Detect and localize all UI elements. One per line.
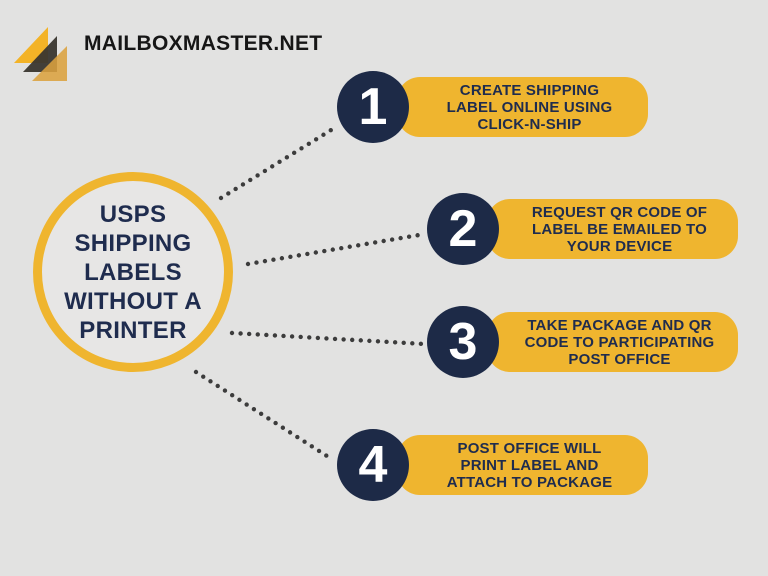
step-text-line: POST OFFICE WILL: [457, 439, 602, 457]
step-text-line: CLICK-N-SHIP: [477, 115, 582, 133]
connector-line-step-1: [218, 124, 339, 201]
brand-name: MAILBOXMASTER.NET: [84, 32, 323, 55]
hub-title-line: PRINTER: [79, 316, 187, 344]
step-number: 2: [448, 200, 478, 258]
step-text-line: CODE TO PARTICIPATING: [524, 333, 715, 351]
hub-title-line: WITHOUT A: [64, 287, 202, 315]
step-number: 4: [358, 436, 388, 494]
hub-title-line: LABELS: [84, 258, 182, 286]
step-text-line: CREATE SHIPPING: [459, 81, 600, 99]
step-text-line: POST OFFICE: [568, 350, 671, 368]
step-number-badge: 3: [427, 306, 499, 378]
step-text-line: TAKE PACKAGE AND QR: [527, 316, 712, 334]
step-text-line: LABEL ONLINE USING: [446, 98, 613, 116]
step-number-badge: 1: [337, 71, 409, 143]
step-text-line: REQUEST QR CODE OF: [531, 203, 708, 221]
step-text-line: YOUR DEVICE: [566, 237, 673, 255]
step-number-badge: 2: [427, 193, 499, 265]
connector-line-step-4: [193, 369, 333, 461]
step-text-line: LABEL BE EMAILED TO: [532, 220, 707, 238]
step-text-line: ATTACH TO PACKAGE: [446, 473, 613, 491]
connector-line-step-3: [229, 330, 427, 347]
step-number-badge: 4: [337, 429, 409, 501]
hub-title-line: USPS: [99, 200, 167, 228]
hub-title-line: SHIPPING: [74, 229, 192, 257]
connector-line-step-2: [245, 231, 428, 267]
step-text-line: PRINT LABEL AND: [460, 456, 599, 474]
step-number: 3: [448, 313, 478, 371]
step-number: 1: [358, 78, 388, 136]
mailboxmaster-logo-icon: [14, 27, 67, 81]
